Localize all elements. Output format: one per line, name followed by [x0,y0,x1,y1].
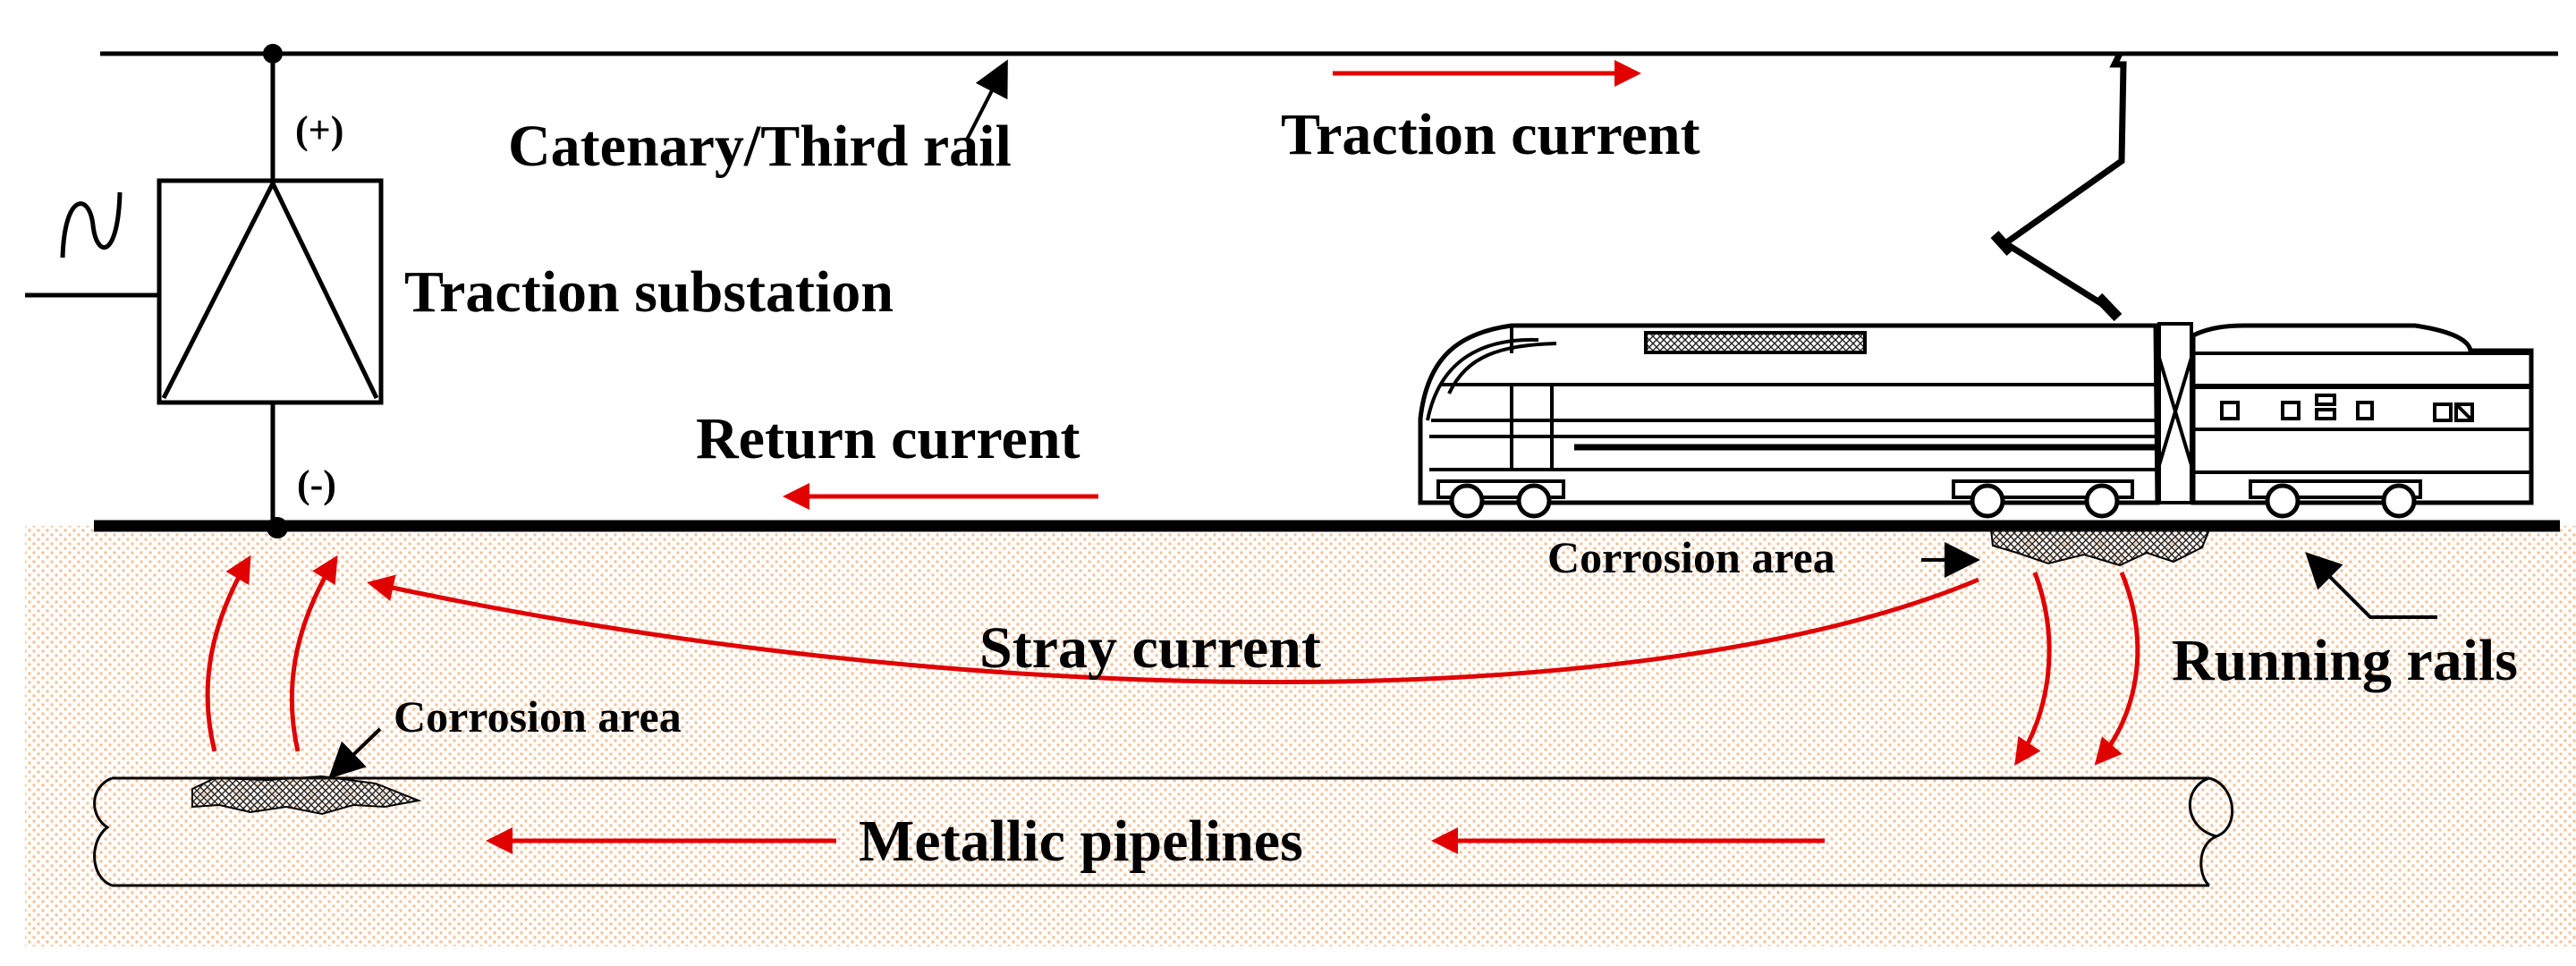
soil-region [25,526,2576,946]
running-rails-pointer [2305,552,2437,619]
pipelines-label: Metallic pipelines [859,809,1303,874]
plus-terminal-label: (+) [295,108,343,152]
rail-node [267,517,288,538]
minus-terminal-label: (-) [297,462,336,506]
return-arrow-pipe-left [205,555,251,752]
traction-current-label: Traction current [1281,102,1700,167]
substation-box [157,178,384,405]
stray-current-arrow [367,574,1979,684]
stray-current-label: Stray current [979,615,1321,681]
pipe-corrosion-patch [191,775,422,816]
rail-corrosion-label: Corrosion area [1547,532,1835,582]
catenary-pointer-arrow [964,59,1008,142]
metallic-pipeline [93,776,2234,887]
rail-corrosion-patch [1989,529,2211,567]
catenary-label: Catenary/Third rail [508,114,1012,179]
pipe-corrosion-label: Corrosion area [394,691,682,741]
return-current-label: Return current [696,406,1080,471]
leakage-arrow-right [2094,572,2140,766]
sine-wave-icon [60,191,123,258]
pipe-corrosion-pointer [328,727,382,779]
substation-label: Traction substation [404,259,894,325]
electric-train-icon [1418,52,2534,519]
running-rails-label: Running rails [2172,628,2518,693]
return-arrow-pipe-right [289,555,338,752]
leakage-arrow-left [2014,572,2052,767]
substation-symbol [161,178,379,400]
